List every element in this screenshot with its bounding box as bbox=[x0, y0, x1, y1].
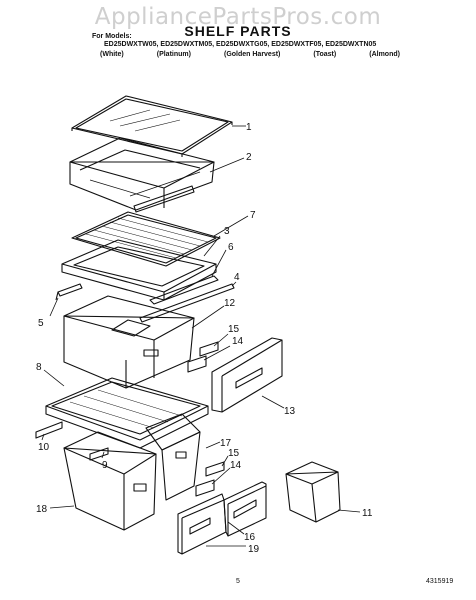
model-colors: (White) (Platinum) (Golden Harvest) (Toa… bbox=[100, 51, 400, 58]
watermark-text: AppliancePartsPros.com bbox=[94, 4, 382, 30]
callout-16: 16 bbox=[244, 532, 256, 543]
crisper-cover-shelf-part bbox=[72, 212, 220, 266]
callout-leaders bbox=[42, 126, 360, 546]
callout-8: 8 bbox=[36, 362, 42, 373]
document-code: 4315919 bbox=[426, 578, 454, 585]
callout-1: 1 bbox=[246, 122, 252, 133]
callout-13: 13 bbox=[284, 406, 296, 417]
callout-14-lower: 14 bbox=[230, 460, 242, 471]
lower-clip-parts bbox=[196, 462, 224, 496]
callout-15-lower: 15 bbox=[228, 448, 240, 459]
drawer-front-part bbox=[212, 338, 282, 412]
callout-9: 9 bbox=[102, 460, 108, 471]
color-platinum: (Platinum) bbox=[156, 51, 191, 58]
callout-7: 7 bbox=[250, 210, 256, 221]
door-bin-part bbox=[286, 462, 340, 522]
callout-6: 6 bbox=[228, 242, 234, 253]
color-toast: (Toast) bbox=[313, 51, 337, 58]
callout-19: 19 bbox=[248, 544, 260, 555]
page-title: SHELF PARTS bbox=[184, 23, 292, 39]
lower-drawer-fronts-part bbox=[178, 482, 266, 554]
callout-11: 11 bbox=[362, 508, 373, 519]
callout-2: 2 bbox=[246, 152, 252, 163]
meat-pan-part bbox=[64, 296, 194, 388]
crisper-tray-part bbox=[70, 138, 214, 212]
callout-5: 5 bbox=[38, 318, 44, 329]
lower-shelf-part bbox=[46, 378, 208, 448]
callout-4: 4 bbox=[234, 272, 240, 283]
lower-bracket-part bbox=[36, 422, 62, 438]
glass-shelf-part bbox=[72, 96, 232, 157]
shelf-rail-part bbox=[140, 276, 234, 322]
callout-numbers: 1 2 7 3 6 4 5 12 15 14 8 13 10 9 17 15 1… bbox=[36, 122, 373, 555]
color-almond: (Almond) bbox=[369, 51, 400, 58]
callout-18: 18 bbox=[36, 504, 48, 515]
callout-15-upper: 15 bbox=[228, 324, 240, 335]
callout-3: 3 bbox=[224, 226, 230, 237]
right-drawer-bin-part bbox=[146, 414, 200, 500]
callout-17: 17 bbox=[220, 438, 232, 449]
model-numbers: ED25DWXTW05, ED25DWXTM05, ED25DWXTG05, E… bbox=[104, 41, 377, 48]
color-white: (White) bbox=[100, 51, 124, 58]
side-bracket-part bbox=[56, 284, 82, 300]
left-drawer-bin-part bbox=[64, 432, 156, 530]
callout-10: 10 bbox=[38, 442, 50, 453]
page-number: 5 bbox=[236, 578, 240, 585]
color-golden-harvest: (Golden Harvest) bbox=[223, 51, 281, 58]
upper-clip-parts bbox=[188, 342, 218, 372]
callout-12: 12 bbox=[224, 298, 236, 309]
models-label: For Models: bbox=[92, 33, 132, 40]
callout-14-upper: 14 bbox=[232, 336, 244, 347]
